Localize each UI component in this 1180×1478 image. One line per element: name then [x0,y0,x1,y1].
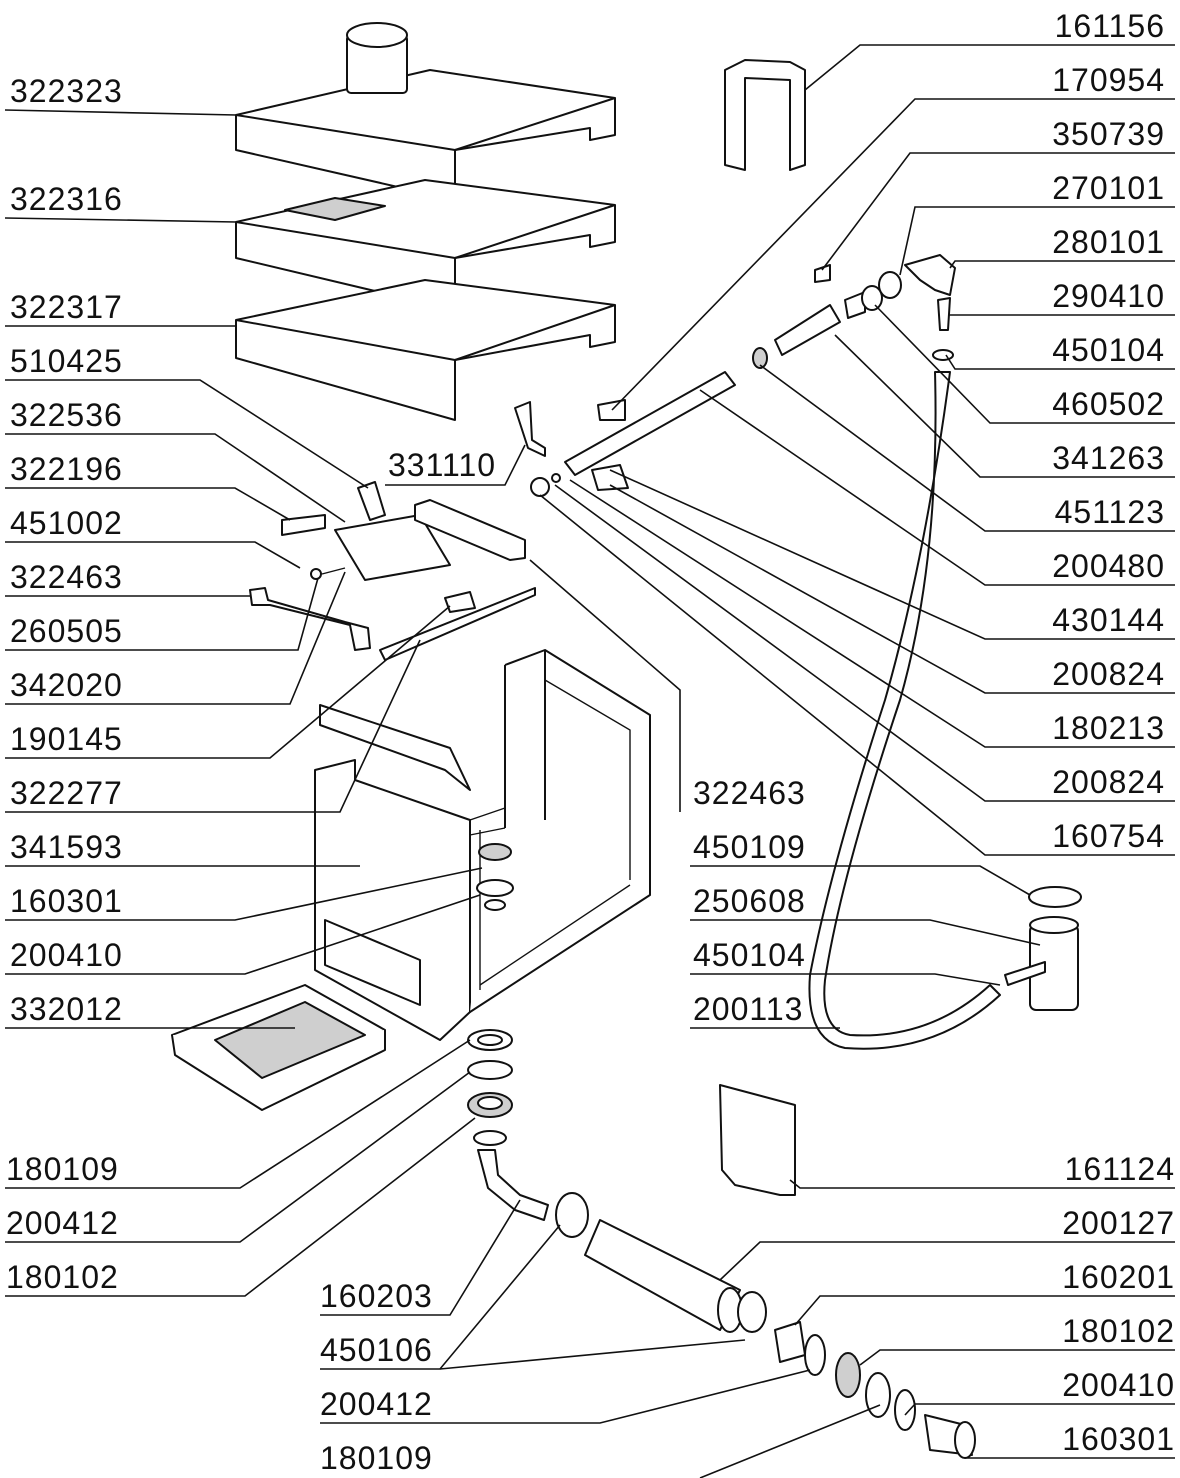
part-elbow-pipe [477,1149,549,1221]
part-frame-161156 [724,59,806,171]
label-451123: 451123 [1055,494,1165,530]
label-322323: 322323 [10,73,123,109]
label-190145: 190145 [10,721,123,757]
label-260505: 260505 [10,613,123,649]
label-200824-b: 200824 [1052,764,1165,800]
label-160201: 160201 [1062,1259,1175,1295]
bottom-center-labels: 160203 450106 200412 180109 [320,1278,433,1476]
label-161124: 161124 [1065,1151,1175,1187]
part-spray-pipe [530,254,956,497]
bottom-right-labels: 161124 200127 160201 180102 200410 16030… [1062,1151,1175,1457]
label-322317: 322317 [10,289,123,325]
label-160301-right: 160301 [1062,1421,1175,1457]
label-341263: 341263 [1052,440,1165,476]
label-430144: 430144 [1052,602,1165,638]
right-labels: 161156 170954 350739 270101 280101 29041… [1052,8,1165,854]
label-322316: 322316 [10,181,123,217]
label-450104-center: 450104 [693,937,806,973]
label-160301: 160301 [10,883,123,919]
label-200412-center: 200412 [320,1386,433,1422]
part-base-plate [235,279,616,421]
part-filter-plate [235,179,616,311]
label-250608: 250608 [693,883,806,919]
left-labels: 322323 322316 322317 510425 322536 32219… [10,73,123,1027]
label-200480: 200480 [1052,548,1165,584]
label-200824-a: 200824 [1052,656,1165,692]
label-322277: 322277 [10,775,123,811]
label-342020: 342020 [10,667,123,703]
part-bracket-331110 [514,401,546,457]
part-top-cover [235,22,616,201]
label-331110: 331110 [388,447,496,483]
label-280101: 280101 [1052,224,1165,260]
label-332012: 332012 [10,991,123,1027]
label-460502: 460502 [1052,386,1165,422]
label-290410: 290410 [1052,278,1165,314]
label-200113: 200113 [693,991,803,1027]
part-drip-tray [171,984,386,1111]
label-322463-center: 322463 [693,775,806,811]
label-350739: 350739 [1052,116,1165,152]
label-160203: 160203 [320,1278,433,1314]
label-180102-right: 180102 [1062,1313,1175,1349]
label-180109-left: 180109 [6,1151,119,1187]
part-bracket-assembly [249,481,536,791]
label-322196: 322196 [10,451,123,487]
label-180102-left: 180102 [6,1259,119,1295]
label-200410: 200410 [10,937,123,973]
part-drain-fittings-left [467,1029,513,1146]
part-long-hose [808,371,1001,1050]
label-180213: 180213 [1052,710,1165,746]
label-180109-center: 180109 [320,1440,433,1476]
label-341593: 341593 [10,829,123,865]
label-170954: 170954 [1052,62,1165,98]
part-tee-piece [1004,886,1082,1011]
label-200412-left: 200412 [6,1205,119,1241]
leader-lines [4,44,1175,1478]
center-labels: 331110 322463 450109 250608 450104 20011… [388,447,806,1027]
label-322536: 322536 [10,397,123,433]
label-450104-right: 450104 [1052,332,1165,368]
label-161156: 161156 [1055,8,1165,44]
label-160754: 160754 [1052,818,1165,854]
part-drain-hose-assembly [555,1192,976,1459]
label-451002: 451002 [10,505,123,541]
label-322463: 322463 [10,559,123,595]
label-200127: 200127 [1062,1205,1175,1241]
part-main-housing [314,649,651,1041]
label-200410-right: 200410 [1062,1367,1175,1403]
label-270101: 270101 [1052,170,1165,206]
label-510425: 510425 [10,343,123,379]
part-frame-161124 [719,1084,796,1196]
label-450109: 450109 [693,829,806,865]
bottom-left-labels: 180109 200412 180102 [6,1151,119,1295]
label-450106: 450106 [320,1332,433,1368]
